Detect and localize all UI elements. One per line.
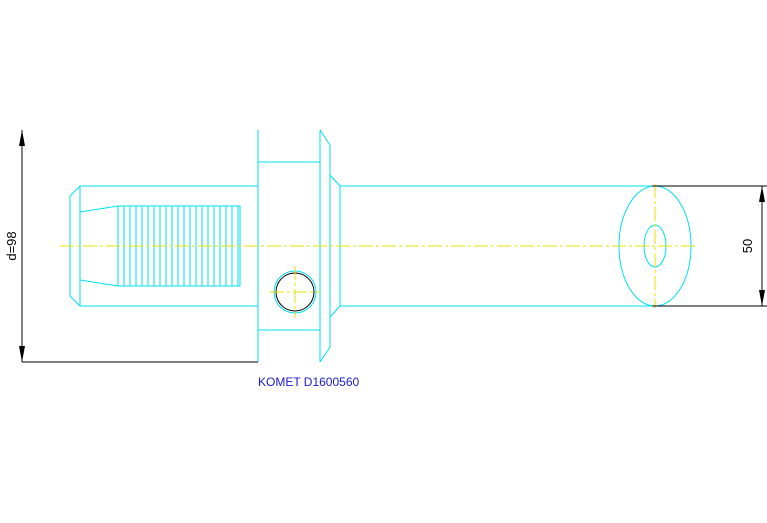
cross-hole <box>270 266 320 318</box>
part-label: KOMET D1600560 <box>258 375 359 389</box>
dimension-right-label: 50 <box>740 239 755 253</box>
dimension-right: 50 <box>652 185 767 307</box>
main-body <box>340 185 652 307</box>
dimension-left: d=98 <box>4 130 258 363</box>
dimension-left-label: d=98 <box>4 231 19 260</box>
